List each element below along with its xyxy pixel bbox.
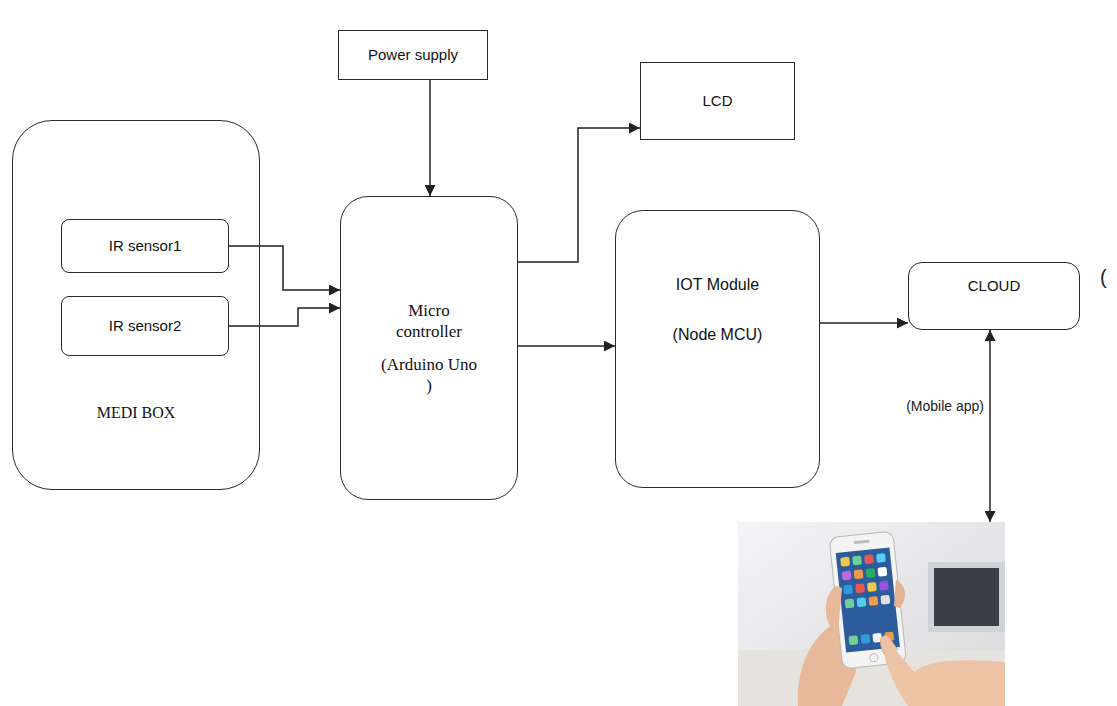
arrow-connector xyxy=(518,128,640,262)
node-sublabel: (Arduino Uno ) xyxy=(379,354,479,397)
arrow-connector xyxy=(229,308,340,326)
module-box: IOT Module (Node MCU) xyxy=(615,210,820,488)
cloud-box: CLOUD xyxy=(908,262,1080,330)
node-label: CLOUD xyxy=(968,277,1021,296)
arrow-connector xyxy=(229,246,340,290)
arrow-connector xyxy=(518,345,615,347)
node-label: LCD xyxy=(702,92,732,111)
sensor-box: IR sensor2 xyxy=(61,296,229,356)
node-label: IR sensor2 xyxy=(109,317,182,336)
enclosure-box: MEDI BOX IR sensor1 IR sensor2 xyxy=(12,120,260,490)
node-label: MEDI BOX xyxy=(97,403,176,423)
node-sublabel: (Node MCU) xyxy=(673,325,763,345)
node-label: Micro controller xyxy=(379,300,479,343)
phone-picture: (Mobile app) xyxy=(738,522,1005,706)
process-box: Power supply xyxy=(338,30,488,80)
sensor-box: IR sensor1 xyxy=(61,219,229,273)
node-label: IOT Module xyxy=(676,275,759,295)
node-label: Power supply xyxy=(368,46,458,65)
phone-illustration xyxy=(738,522,1005,706)
arrow-connector xyxy=(429,80,431,196)
display-box: LCD xyxy=(640,62,795,140)
stray-mark: ( xyxy=(1100,266,1107,289)
controller-box: Micro controller (Arduino Uno ) xyxy=(340,196,518,500)
arrow-connector xyxy=(820,322,908,324)
node-label: (Mobile app) xyxy=(906,398,984,416)
node-label: IR sensor1 xyxy=(109,237,182,256)
arrow-connector xyxy=(989,330,991,522)
